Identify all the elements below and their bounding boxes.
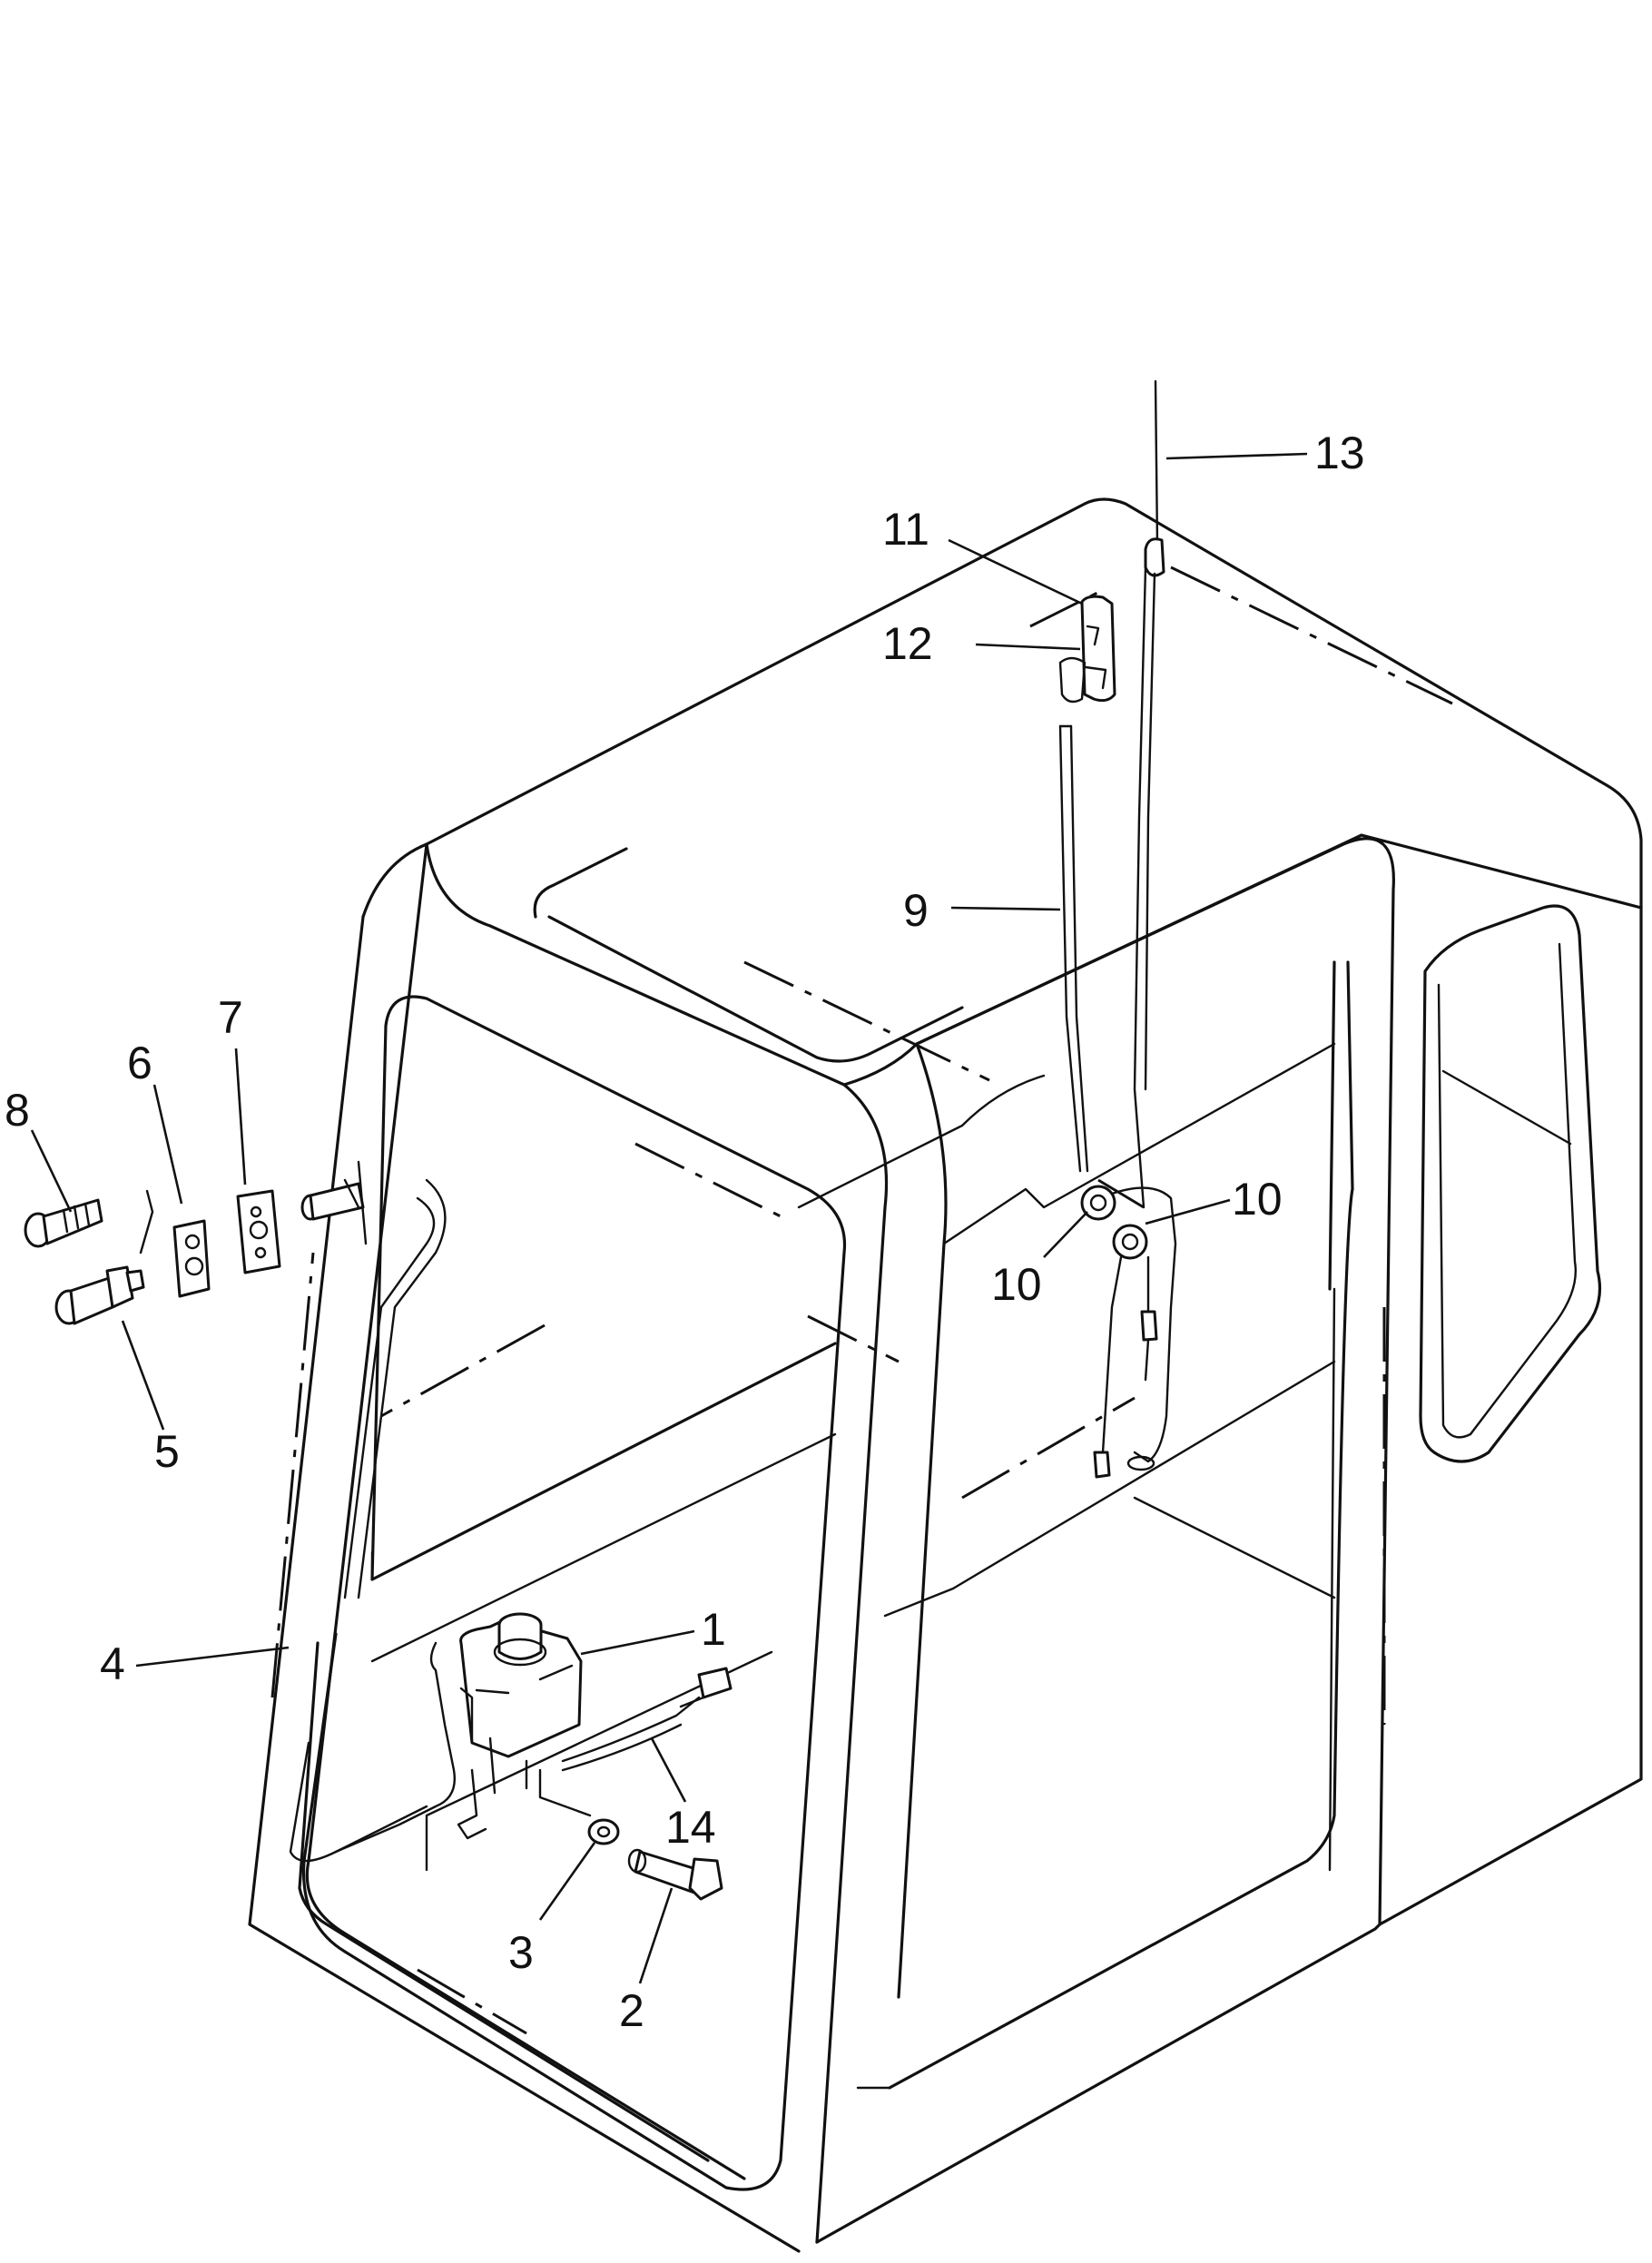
callout-3: 3 [508, 1927, 534, 1978]
callout-7: 7 [218, 992, 243, 1043]
leader-lines [30, 452, 1308, 1984]
washer-3 [587, 1818, 620, 1845]
callout-10-right: 10 [1232, 1174, 1283, 1225]
cab-body [248, 497, 1643, 2253]
callout-6: 6 [127, 1038, 152, 1088]
callout-10-left: 10 [991, 1259, 1042, 1310]
callout-4: 4 [100, 1638, 125, 1689]
bolt-2 [627, 1848, 723, 1901]
callout-2: 2 [619, 1985, 644, 2036]
plate-7 [236, 1189, 281, 1274]
washer-tank-1 [334, 1612, 592, 1854]
clip-11-12 [1058, 595, 1116, 703]
callout-5: 5 [154, 1426, 180, 1477]
callout-9: 9 [903, 885, 929, 936]
antenna-13 [1133, 379, 1165, 1209]
callout-11: 11 [882, 504, 929, 555]
callout-12: 12 [882, 618, 933, 669]
callout-14: 14 [665, 1802, 716, 1853]
callout-labels: 13 11 12 9 10 10 8 6 7 5 4 1 14 3 2 [5, 428, 1365, 2036]
bolt-8 [24, 1198, 103, 1248]
callout-13: 13 [1314, 428, 1365, 478]
washer-hose-4 [289, 1178, 447, 1863]
callout-8: 8 [5, 1085, 30, 1136]
pin-front [300, 1160, 368, 1245]
callout-1: 1 [701, 1604, 726, 1655]
hose-9 [1058, 724, 1089, 1173]
pin-5 [54, 1265, 145, 1325]
plate-6 [139, 1189, 211, 1298]
centerlines [270, 566, 1453, 2035]
grommets-10 [1080, 1185, 1177, 1479]
hose-14 [561, 1667, 733, 1772]
